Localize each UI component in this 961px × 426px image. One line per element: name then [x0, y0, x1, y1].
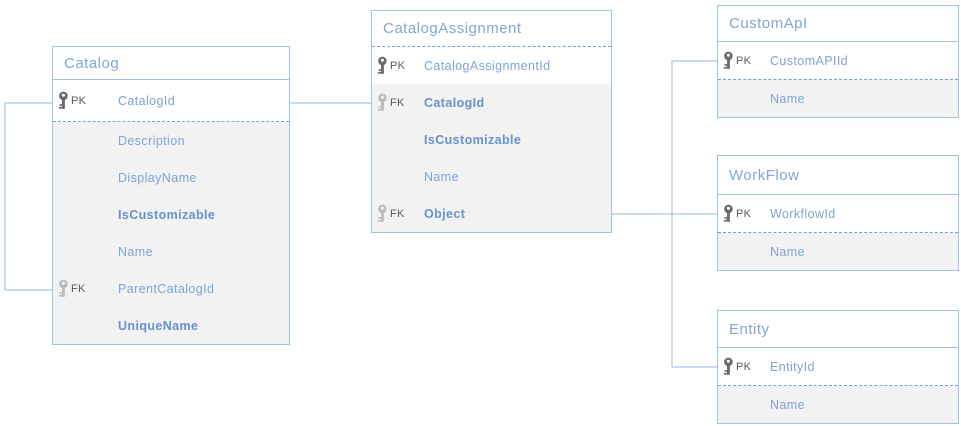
table-row[interactable]: PK CustomAPIId	[718, 42, 958, 80]
foreign-key-icon	[58, 279, 69, 298]
field-name: Name	[770, 91, 805, 106]
table-row[interactable]: UniqueName	[53, 307, 289, 344]
table-title[interactable]: CustomApI	[718, 6, 958, 42]
primary-key-icon	[723, 204, 734, 223]
key-type-label: PK	[736, 54, 752, 67]
key-type-label: PK	[736, 360, 752, 373]
field-name: Name	[424, 169, 459, 184]
entity-table-catalogassignment[interactable]: CatalogAssignment PK CatalogAssignmentId…	[371, 10, 612, 233]
table-title-label: Entity	[729, 320, 770, 338]
foreign-key-icon	[377, 93, 388, 112]
foreign-key-icon	[377, 204, 388, 223]
table-row[interactable]: Name	[718, 386, 958, 423]
table-field-section: Name	[718, 80, 958, 117]
entity-table-catalog[interactable]: Catalog PK CatalogId Description Display…	[52, 46, 290, 345]
table-row[interactable]: Name	[372, 158, 611, 195]
table-title-label: Catalog	[64, 54, 120, 72]
field-name: Description	[118, 133, 185, 148]
table-row[interactable]: PK EntityId	[718, 348, 958, 386]
field-name: UniqueName	[118, 318, 199, 333]
field-name: CatalogAssignmentId	[424, 58, 551, 73]
field-name: Object	[424, 206, 466, 221]
field-name: IsCustomizable	[424, 132, 522, 147]
primary-key-icon	[723, 357, 734, 376]
field-name: Name	[770, 244, 805, 259]
table-field-section: Name	[718, 386, 958, 423]
field-name: EntityId	[770, 359, 815, 374]
table-field-section: Name	[718, 233, 958, 270]
table-row[interactable]: Name	[718, 233, 958, 270]
key-type-label: FK	[71, 282, 86, 295]
entity-table-customapi[interactable]: CustomApI PK CustomAPIId Name	[717, 5, 959, 118]
table-row[interactable]: DisplayName	[53, 159, 289, 196]
field-name: ParentCatalogId	[118, 281, 215, 296]
primary-key-icon	[377, 56, 388, 75]
table-title-label: CatalogAssignment	[383, 20, 522, 37]
primary-key-icon	[723, 51, 734, 70]
field-name: Name	[770, 397, 805, 412]
table-title[interactable]: WorkFlow	[718, 156, 958, 195]
field-name: CatalogId	[424, 95, 485, 110]
table-field-section: Description DisplayName IsCustomizable N…	[53, 122, 289, 344]
table-title-label: WorkFlow	[729, 166, 800, 184]
table-row[interactable]: Name	[718, 80, 958, 117]
field-name: Name	[118, 244, 153, 259]
entity-table-entity[interactable]: Entity PK EntityId Name	[717, 310, 959, 424]
key-type-label: FK	[390, 207, 405, 220]
table-row[interactable]: Description	[53, 122, 289, 159]
field-name: DisplayName	[118, 170, 197, 185]
table-row[interactable]: FK Object	[372, 195, 611, 232]
table-title[interactable]: Entity	[718, 311, 958, 348]
table-row[interactable]: IsCustomizable	[53, 196, 289, 233]
table-row[interactable]: IsCustomizable	[372, 121, 611, 158]
table-row[interactable]: Name	[53, 233, 289, 270]
key-type-label: PK	[71, 94, 87, 107]
entity-table-workflow[interactable]: WorkFlow PK WorkflowId Name	[717, 155, 959, 271]
field-name: IsCustomizable	[118, 207, 216, 222]
field-name: CatalogId	[118, 93, 176, 108]
table-field-section: FK CatalogId IsCustomizable Name FK Obje…	[372, 84, 611, 232]
key-type-label: PK	[390, 59, 406, 72]
key-type-label: PK	[736, 207, 752, 220]
field-name: WorkflowId	[770, 206, 836, 221]
table-row[interactable]: FK CatalogId	[372, 84, 611, 121]
table-row[interactable]: PK CatalogAssignmentId	[372, 47, 611, 84]
table-row[interactable]: PK CatalogId	[53, 80, 289, 122]
relationship-connector-catalog-self[interactable]	[4, 102, 52, 291]
key-type-label: FK	[390, 96, 405, 109]
table-row[interactable]: FK ParentCatalogId	[53, 270, 289, 307]
table-title[interactable]: Catalog	[53, 47, 289, 80]
table-title[interactable]: CatalogAssignment	[372, 11, 611, 47]
field-name: CustomAPIId	[770, 53, 849, 68]
primary-key-icon	[58, 91, 69, 110]
table-title-label: CustomApI	[729, 15, 808, 32]
table-row[interactable]: PK WorkflowId	[718, 195, 958, 233]
